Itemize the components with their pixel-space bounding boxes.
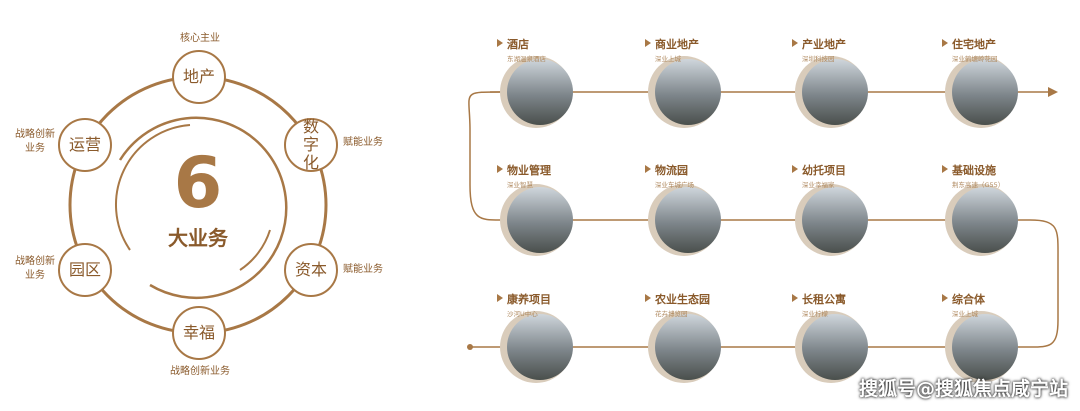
business-label: 康养项目沙河U中心	[497, 291, 551, 318]
business-title: 幼托项目	[792, 162, 846, 178]
node-operation: 运营	[58, 118, 112, 172]
inner-arc-2	[115, 124, 191, 251]
business-subtitle: 深业鹤塘岭花园	[952, 55, 998, 63]
business-label: 幼托项目深业幸福家	[792, 162, 846, 189]
inner-arc	[118, 116, 288, 300]
watermark: 搜狐号@搜狐焦点咸宁站	[858, 378, 1068, 400]
business-title: 物业管理	[497, 162, 551, 178]
business-label: 物业管理深业智慧	[497, 162, 551, 189]
business-photo	[952, 314, 1018, 380]
business-photo	[802, 187, 868, 253]
business-subtitle: 荆东高速（G55）	[952, 181, 1005, 189]
business-subtitle: 深业智慧	[507, 181, 533, 189]
business-label: 物流园深业车城广场	[645, 162, 694, 189]
business-photo	[802, 59, 868, 125]
business-title: 农业生态园	[645, 291, 710, 307]
business-photo	[655, 314, 721, 380]
center-number: 6	[173, 142, 223, 224]
business-subtitle: 东湖温泉酒店	[507, 55, 546, 63]
business-subtitle: 深业上城	[952, 310, 978, 318]
note-strategic-bottom: 战略创新业务	[170, 366, 230, 377]
business-subtitle: 深圳科技园	[802, 55, 835, 63]
node-park: 园区	[58, 243, 112, 297]
business-label: 住宅地产深业鹤塘岭花园	[942, 36, 998, 63]
note-strategic-left-top: 战略创新 业务	[15, 129, 55, 154]
node-capital: 资本	[284, 243, 338, 297]
business-title: 住宅地产	[942, 36, 998, 52]
business-photo	[507, 59, 573, 125]
business-subtitle: 深业上城	[655, 55, 681, 63]
business-title: 综合体	[942, 291, 985, 307]
node-digital: 数字化	[284, 118, 338, 172]
center-label: 大业务	[168, 226, 228, 250]
business-subtitle: 深业车城广场	[655, 181, 694, 189]
note-strategic-left-bottom: 战略创新 业务	[15, 256, 55, 281]
business-title: 产业地产	[792, 36, 846, 52]
business-subtitle: 花卉博览园	[655, 310, 688, 318]
note-core: 核心主业	[180, 33, 220, 44]
business-title: 康养项目	[497, 291, 551, 307]
business-label: 酒店东湖温泉酒店	[497, 36, 546, 63]
business-subtitle: 深业幸福家	[802, 181, 835, 189]
business-label: 商业地产深业上城	[645, 36, 699, 63]
business-label: 农业生态园花卉博览园	[645, 291, 710, 318]
business-title: 酒店	[497, 36, 546, 52]
business-label: 长租公寓深业柠檬	[792, 291, 846, 318]
business-photo	[952, 187, 1018, 253]
business-title: 基础设施	[942, 162, 1004, 178]
end-dot	[467, 344, 473, 350]
business-label: 产业地产深圳科技园	[792, 36, 846, 63]
note-enable-2: 赋能业务	[343, 264, 383, 275]
business-title: 商业地产	[645, 36, 699, 52]
note-enable-1: 赋能业务	[343, 137, 383, 148]
business-subtitle: 深业柠檬	[802, 310, 828, 318]
business-photo	[802, 314, 868, 380]
business-subtitle: 沙河U中心	[507, 310, 538, 318]
arrow-icon	[1048, 87, 1058, 97]
business-title: 物流园	[645, 162, 694, 178]
business-title: 长租公寓	[792, 291, 846, 307]
business-photo	[507, 187, 573, 253]
node-happiness: 幸福	[172, 306, 226, 360]
business-label: 综合体深业上城	[942, 291, 985, 318]
business-photo	[507, 314, 573, 380]
inner-arc-3	[239, 229, 271, 271]
business-photo	[952, 59, 1018, 125]
node-real-estate: 地产	[172, 50, 226, 104]
business-photo	[655, 187, 721, 253]
business-photo	[655, 59, 721, 125]
business-label: 基础设施荆东高速（G55）	[942, 162, 1004, 189]
